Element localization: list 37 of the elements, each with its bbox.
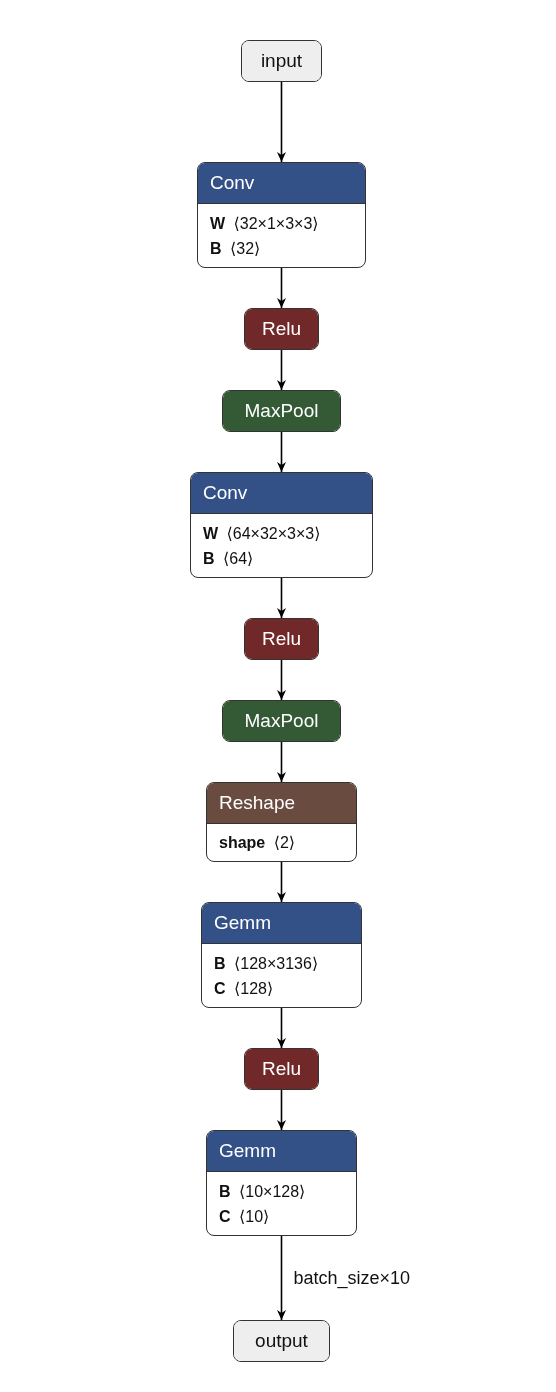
arrow bbox=[277, 431, 286, 473]
arrow bbox=[277, 861, 286, 903]
node-title: Relu bbox=[245, 1049, 318, 1089]
operator-node bbox=[206, 782, 357, 862]
arrow bbox=[277, 267, 286, 309]
node-title: Gemm bbox=[202, 903, 361, 944]
node-title: input bbox=[242, 41, 321, 81]
attribute-text: W ⟨32×1×3×3⟩ bbox=[210, 213, 319, 234]
arrow bbox=[277, 1007, 286, 1049]
attribute-text: B ⟨64⟩ bbox=[203, 548, 254, 569]
node-title: Reshape bbox=[207, 783, 356, 824]
node-title: MaxPool bbox=[223, 701, 340, 741]
arrow bbox=[277, 81, 286, 163]
node-title: output bbox=[234, 1321, 329, 1361]
node-title: Relu bbox=[245, 619, 318, 659]
node-title: Relu bbox=[245, 309, 318, 349]
attribute-text: B ⟨32⟩ bbox=[210, 238, 261, 259]
arrow bbox=[277, 577, 286, 619]
operator-node bbox=[190, 472, 373, 578]
node-title: Gemm bbox=[207, 1131, 356, 1172]
arrow bbox=[277, 1235, 286, 1321]
arrow bbox=[277, 659, 286, 701]
node-title: MaxPool bbox=[223, 391, 340, 431]
attribute-text: C ⟨128⟩ bbox=[214, 978, 274, 999]
arrow bbox=[277, 1089, 286, 1131]
operator-node bbox=[201, 902, 362, 1008]
attribute-text: W ⟨64×32×3×3⟩ bbox=[203, 523, 321, 544]
attribute-text: B ⟨128×3136⟩ bbox=[214, 953, 319, 974]
operator-node bbox=[197, 162, 366, 268]
attribute-text: shape ⟨2⟩ bbox=[219, 833, 296, 853]
attribute-text: B ⟨10×128⟩ bbox=[219, 1181, 306, 1202]
node-title: Conv bbox=[198, 163, 365, 204]
attribute-text: C ⟨10⟩ bbox=[219, 1206, 270, 1227]
operator-node bbox=[206, 1130, 357, 1236]
node-title: Conv bbox=[191, 473, 372, 514]
arrow bbox=[277, 741, 286, 783]
arrow bbox=[277, 349, 286, 391]
